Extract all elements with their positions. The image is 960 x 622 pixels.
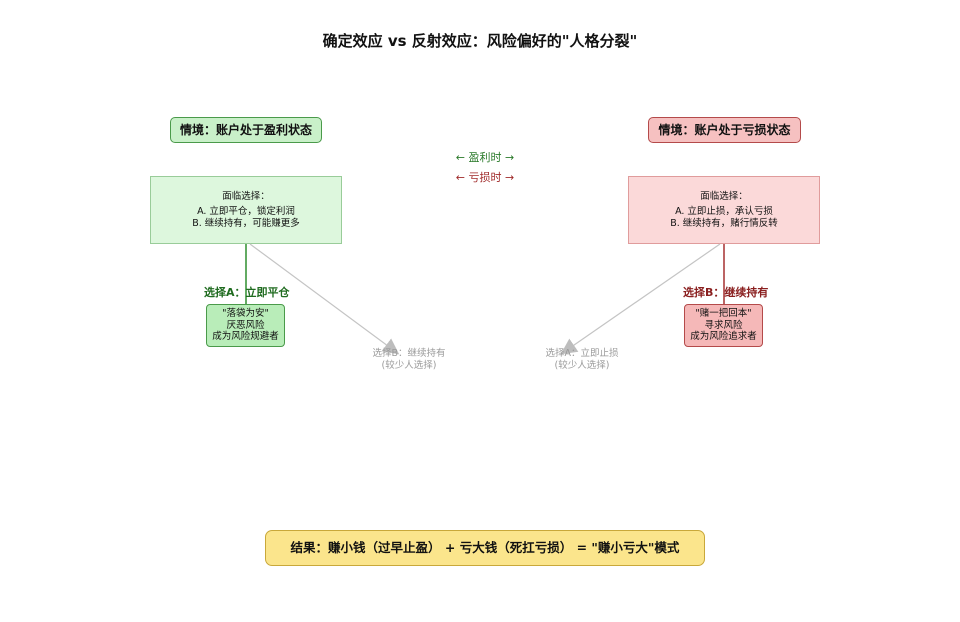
gain-option-a: A. 立即平仓，锁定利润 — [197, 205, 295, 217]
loss-choice-heading: 面临选择： — [700, 190, 748, 202]
loss-alternative-line: 选择A：立即止损 — [545, 348, 619, 359]
loss-option-b: B. 继续持有，赌行情反转 — [670, 217, 778, 229]
gain-result-line: 成为风险规避者 — [212, 331, 279, 343]
loss-result-box: "赌一把回本" 寻求风险 成为风险追求者 — [684, 304, 763, 347]
gain-alternative-line: 选择B：继续持有 — [372, 348, 446, 359]
loss-result-line: "赌一把回本" — [695, 308, 752, 320]
summary-box: 结果：赚小钱（过早止盈） + 亏大钱（死扛亏损） = "赚小亏大"模式 — [265, 530, 705, 566]
loss-result-line: 寻求风险 — [704, 319, 743, 331]
diagram-title: 确定效应 vs 反射效应：风险偏好的"人格分裂" — [322, 32, 638, 50]
loss-alternative-arrow — [560, 243, 721, 355]
gain-result-box: "落袋为安" 厌恶风险 成为风险规避者 — [206, 304, 285, 347]
loss-alternative-label: 选择A：立即止损 (较少人选择) — [527, 348, 637, 371]
gain-alternative-label: 选择B：继续持有 (较少人选择) — [354, 348, 464, 371]
gain-selected-label: 选择A：立即平仓 — [204, 286, 290, 299]
loss-result-line: 成为风险追求者 — [690, 331, 757, 343]
loss-selected-label: 选择B：继续持有 — [683, 286, 769, 299]
gain-result-line: "落袋为安" — [222, 308, 269, 320]
gain-choice-box: 面临选择： A. 立即平仓，锁定利润 B. 继续持有，可能赚更多 — [150, 176, 342, 244]
legend-loss: ← 亏损时 → — [455, 171, 515, 184]
loss-option-a: A. 立即止损，承认亏损 — [675, 205, 773, 217]
gain-context-label: 情境：账户处于盈利状态 — [170, 117, 322, 143]
loss-context-label: 情境：账户处于亏损状态 — [648, 117, 801, 143]
gain-alternative-line: (较少人选择) — [381, 359, 437, 371]
gain-choice-heading: 面临选择： — [222, 190, 270, 202]
loss-alternative-line: (较少人选择) — [554, 359, 610, 371]
loss-choice-box: 面临选择： A. 立即止损，承认亏损 B. 继续持有，赌行情反转 — [628, 176, 820, 244]
legend-gain: ← 盈利时 → — [455, 151, 515, 164]
gain-alternative-arrow — [249, 243, 400, 355]
gain-option-b: B. 继续持有，可能赚更多 — [192, 217, 300, 229]
gain-result-line: 厌恶风险 — [226, 319, 265, 331]
